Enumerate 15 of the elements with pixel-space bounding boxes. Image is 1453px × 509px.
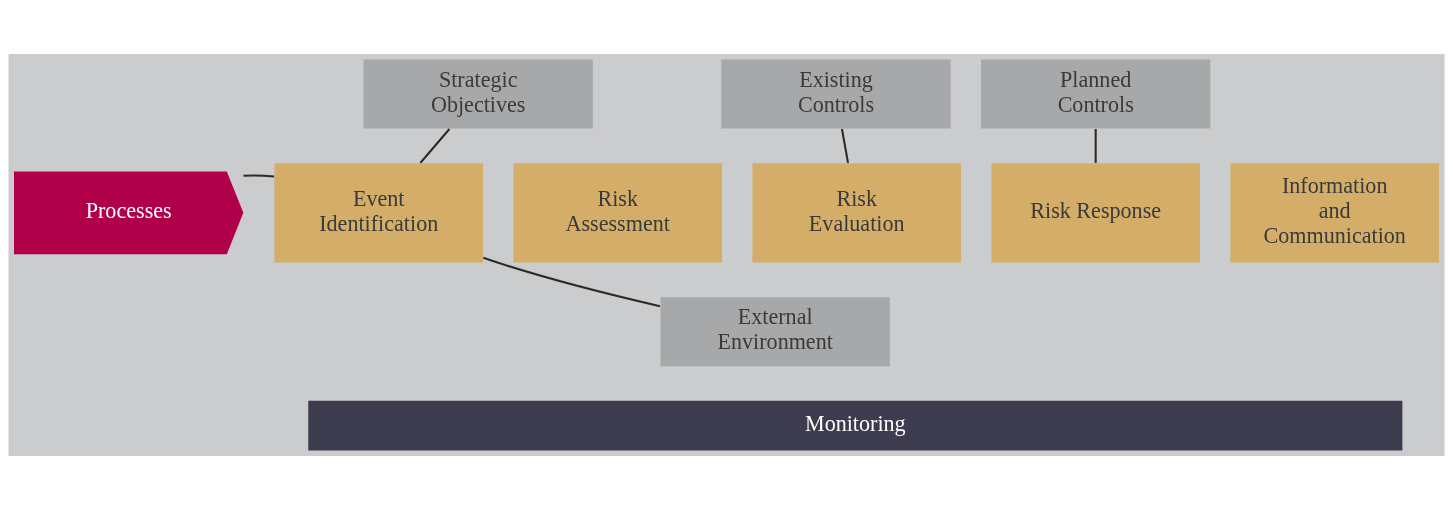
connector — [1094, 128, 1097, 163]
node-box: Risk Response — [991, 162, 1200, 263]
connector — [419, 127, 451, 164]
node-box: Strategic Objectives — [363, 59, 593, 129]
node-box: Information and Communication — [1230, 162, 1439, 263]
node-box: Planned Controls — [981, 59, 1211, 129]
node-box: Risk Assessment — [513, 162, 722, 263]
node-box: Risk Evaluation — [752, 162, 961, 263]
connector — [243, 174, 275, 178]
connector — [483, 256, 661, 307]
node-box: Monitoring — [308, 400, 1403, 450]
node-box: Event Identification — [274, 162, 483, 263]
node-box: Existing Controls — [721, 59, 951, 129]
connector — [840, 128, 850, 163]
node-box: External Environment — [660, 296, 890, 366]
